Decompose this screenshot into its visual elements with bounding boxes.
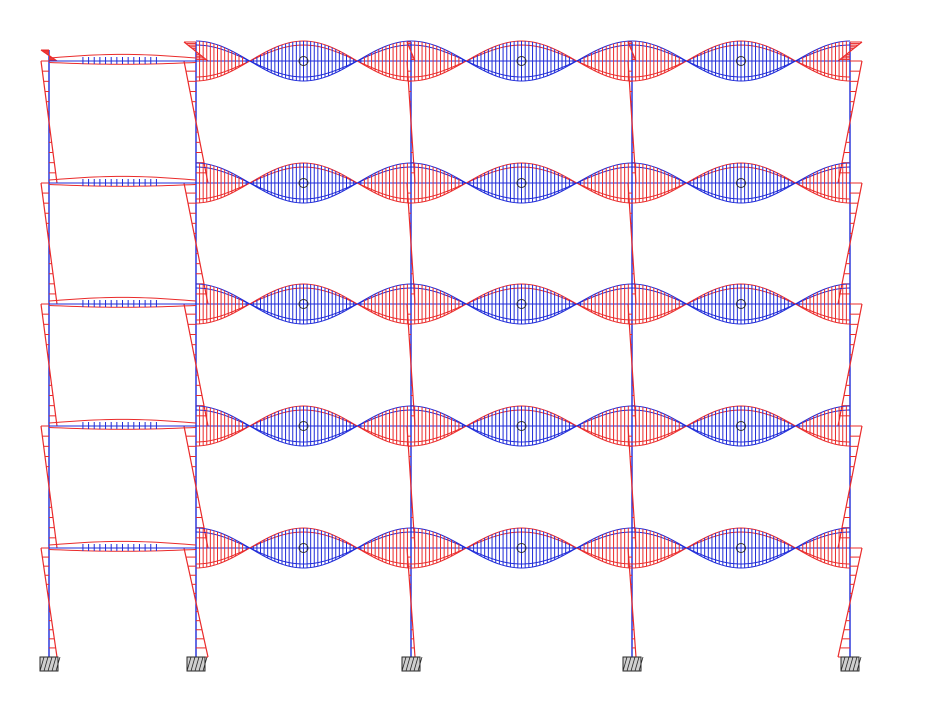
support-hatch bbox=[413, 656, 419, 672]
support-hatch bbox=[852, 656, 858, 672]
circle-marker-icon bbox=[736, 299, 746, 309]
columns-layer bbox=[40, 41, 863, 658]
beam-moment-envelope-top bbox=[48, 418, 197, 424]
circle-marker-icon bbox=[736, 178, 746, 188]
support-hatch bbox=[202, 656, 208, 672]
beam-f1-b3 bbox=[410, 40, 633, 82]
support-hatch bbox=[51, 656, 57, 672]
support-hatch bbox=[626, 656, 632, 672]
beam-f3-b3 bbox=[410, 283, 633, 325]
support-hatch bbox=[848, 656, 854, 672]
beam-moment-envelope-top bbox=[48, 540, 197, 546]
beam-moment-envelope-bottom bbox=[48, 549, 197, 552]
beam-moment-envelope-bottom bbox=[48, 305, 197, 308]
support-3 bbox=[401, 656, 423, 672]
beam-f1-b1 bbox=[48, 53, 197, 65]
support-hatch bbox=[844, 656, 850, 672]
beam-moment-envelope-bottom bbox=[48, 184, 197, 187]
beam-f5-b2 bbox=[195, 527, 412, 569]
beam-f4-b3 bbox=[410, 405, 633, 447]
circle-marker-icon bbox=[516, 178, 527, 188]
column-2 bbox=[183, 41, 209, 658]
beam-f2-b3 bbox=[410, 162, 633, 204]
support-hatch bbox=[409, 656, 415, 672]
circle-marker-icon bbox=[516, 299, 527, 309]
support-hatch bbox=[840, 656, 846, 672]
circle-marker-icon bbox=[516, 56, 527, 66]
support-hatch bbox=[856, 656, 862, 672]
beam-moment-envelope-top bbox=[48, 296, 197, 302]
beams-layer bbox=[48, 40, 851, 569]
circle-marker-icon bbox=[736, 56, 746, 66]
beam-moment-envelope-bottom bbox=[48, 62, 197, 65]
support-hatch bbox=[634, 656, 640, 672]
beam-f3-b4 bbox=[631, 283, 851, 325]
support-1 bbox=[39, 656, 61, 672]
support-hatch bbox=[39, 656, 45, 672]
beam-f3-b1 bbox=[48, 296, 197, 308]
beam-f2-b4 bbox=[631, 162, 851, 204]
support-hatch bbox=[43, 656, 49, 672]
circle-marker-icon bbox=[298, 56, 309, 66]
beam-f4-b1 bbox=[48, 418, 197, 430]
support-5 bbox=[840, 656, 862, 672]
support-hatch bbox=[638, 656, 644, 672]
circle-marker-icon bbox=[298, 178, 309, 188]
beam-f3-b2 bbox=[195, 283, 412, 325]
support-hatch bbox=[47, 656, 53, 672]
support-hatch bbox=[417, 656, 423, 672]
circle-marker-icon bbox=[298, 299, 309, 309]
support-hatch bbox=[186, 656, 192, 672]
beam-f4-b2 bbox=[195, 405, 412, 447]
column-1 bbox=[40, 49, 58, 658]
support-hatch bbox=[194, 656, 200, 672]
beam-f1-b4 bbox=[631, 40, 851, 82]
beam-f2-b2 bbox=[195, 162, 412, 204]
column-3 bbox=[406, 41, 416, 658]
beam-f1-b2 bbox=[195, 40, 412, 82]
supports-layer bbox=[39, 656, 862, 672]
circle-marker-icon bbox=[516, 421, 527, 431]
support-hatch bbox=[190, 656, 196, 672]
beam-f5-b3 bbox=[410, 527, 633, 569]
circle-marker-icon bbox=[298, 421, 309, 431]
beam-moment-envelope-top bbox=[48, 175, 197, 181]
column-4 bbox=[627, 41, 637, 658]
column-5 bbox=[837, 41, 863, 658]
beam-f5-b1 bbox=[48, 540, 197, 552]
circle-marker-icon bbox=[516, 543, 527, 553]
support-hatch bbox=[198, 656, 204, 672]
circle-marker-icon bbox=[298, 543, 309, 553]
support-4 bbox=[622, 656, 644, 672]
beam-f4-b4 bbox=[631, 405, 851, 447]
support-hatch bbox=[405, 656, 411, 672]
support-hatch bbox=[55, 656, 61, 672]
circle-marker-icon bbox=[736, 543, 746, 553]
support-hatch bbox=[630, 656, 636, 672]
beam-f5-b4 bbox=[631, 527, 851, 569]
circle-marker-icon bbox=[736, 421, 746, 431]
support-hatch bbox=[401, 656, 407, 672]
beam-f2-b1 bbox=[48, 175, 197, 187]
beam-moment-envelope-top bbox=[48, 53, 197, 59]
support-2 bbox=[186, 656, 208, 672]
support-hatch bbox=[622, 656, 628, 672]
beam-moment-envelope-bottom bbox=[48, 427, 197, 430]
